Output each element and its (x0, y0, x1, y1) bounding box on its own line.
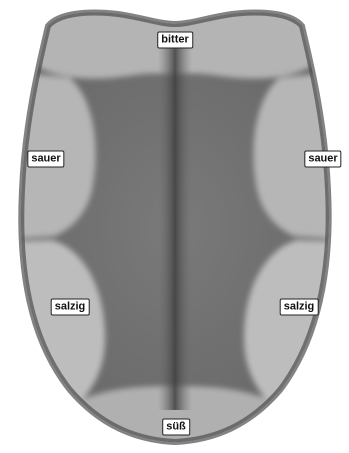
label-sweet: süß (162, 419, 190, 436)
center-groove (158, 40, 192, 410)
label-sour-right: sauer (304, 151, 341, 168)
label-salty-right: salzig (280, 299, 319, 316)
label-bitter: bitter (157, 32, 193, 49)
label-salty-left: salzig (51, 299, 90, 316)
label-sour-left: sauer (27, 151, 64, 168)
